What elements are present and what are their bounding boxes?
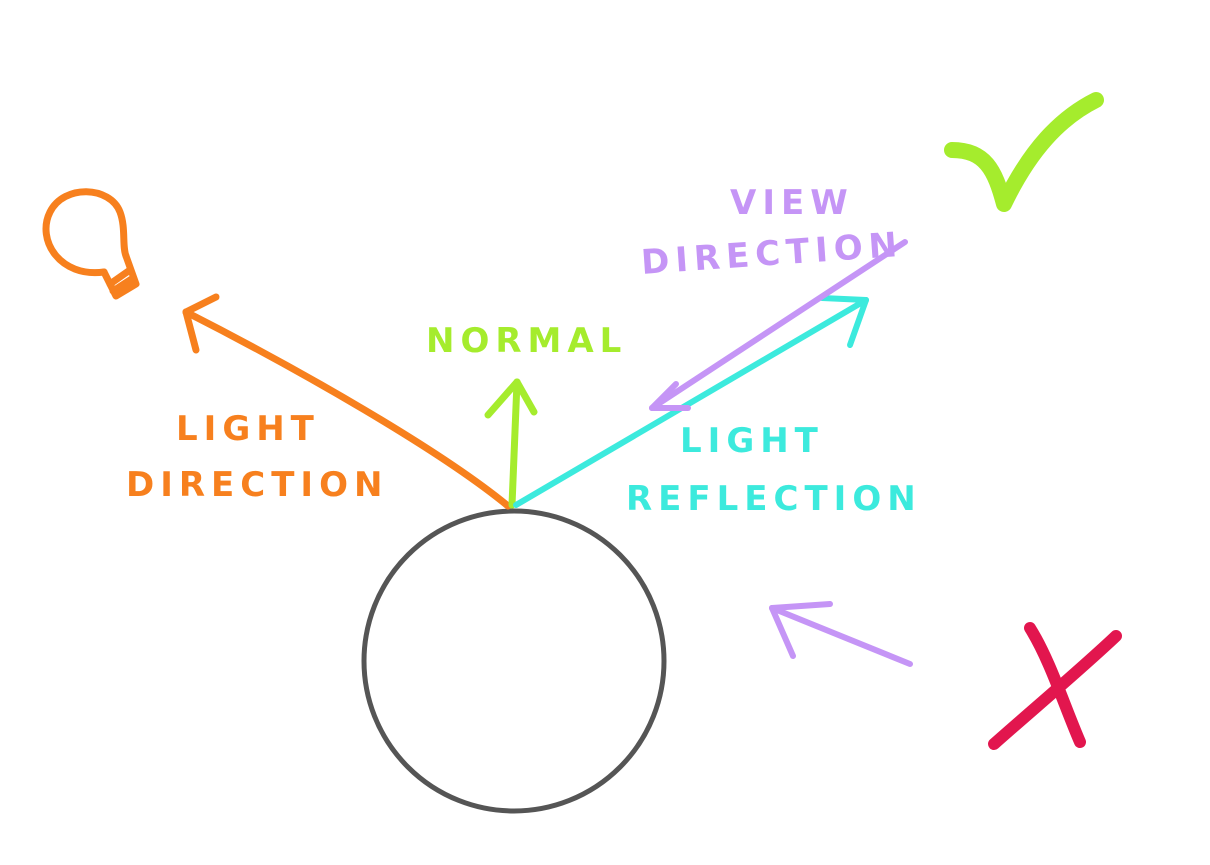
light-bulb-icon: [42, 188, 140, 300]
light-reflection-label-line2: REFLECTION: [626, 479, 922, 519]
surface-sphere: [361, 508, 667, 814]
light-reflection-label-line1: LIGHT: [680, 421, 824, 461]
view-direction-arrow: [649, 239, 908, 411]
light-direction-arrow: [182, 293, 512, 510]
normal-arrow: [484, 378, 538, 509]
cross-mark-icon: [988, 622, 1122, 750]
light-direction-label-line1: LIGHT: [176, 409, 320, 449]
normal-label: NORMAL: [426, 321, 627, 361]
light-direction-label-line2: DIRECTION: [126, 465, 388, 505]
incorrect-view-arrow: [769, 601, 913, 667]
light-reflection-arrow: [513, 295, 869, 508]
check-mark-icon: [944, 92, 1104, 212]
view-direction-label-line2: DIRECTION: [640, 225, 905, 283]
view-direction-label-line1: VIEW: [730, 183, 854, 223]
